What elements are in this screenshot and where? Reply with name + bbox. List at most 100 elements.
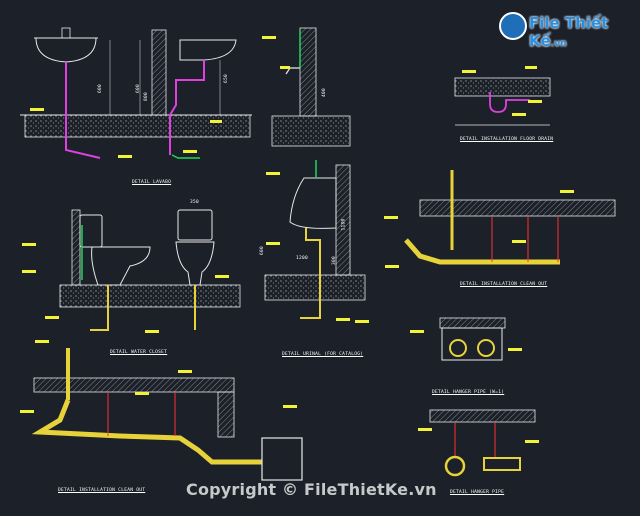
cleanout-slab [419,199,616,217]
tag [280,66,290,69]
wall-faucet [299,27,317,117]
tag [418,428,432,431]
pipe-section-1 [449,339,467,357]
dim-lavabo-3: 800 [144,91,150,102]
drain-pipe-left [65,62,101,159]
dim-faucet: 400 [322,87,328,98]
tag [20,410,34,413]
tag [22,270,36,273]
caption-floor-drain: DETAIL INSTALLATION FLOOR DRAIN [460,137,554,142]
dim-urinal-1: 1180 [341,218,347,231]
caption-clean-out-right: DETAIL INSTALLATION CLEAN OUT [460,282,548,287]
bottom-pipe [31,399,262,465]
caption-hanger-pipe-2: DETAIL HANGER PIPE [450,490,505,495]
dim-urinal-3: 600 [260,245,266,256]
dim-wc: 350 [190,200,200,205]
tag [266,172,280,175]
caption-lavabo: DETAIL LAVABO [132,180,172,185]
tag [210,120,222,123]
wc-front-bowl [175,241,215,286]
tag [145,330,159,333]
filethietke-logo: File Thiết Kế.vn [499,10,619,50]
logo-text: File Thiết Kế.vn [529,14,619,50]
cleanout-pipe [404,238,560,265]
hanger-pipe-circle [444,455,466,477]
logo-name: File Thiết Kế [529,14,609,50]
hanger-pipe-side [483,457,521,471]
tag [512,113,526,116]
pipe-section-2 [477,339,495,357]
tag [35,340,49,343]
tag [384,216,398,219]
detail-hanger-pipe-2 [418,409,539,477]
p-trap [489,92,530,113]
tag [283,405,297,408]
hanger-slab-1 [439,317,506,329]
copyright-watermark: Copyright © FileThietKe.vn [186,480,437,499]
supply-pipe-green [171,154,200,159]
urinal-drain [300,228,321,319]
detail-floor-drain [454,66,551,126]
bottom-slab [33,377,235,393]
cleanout-pit [261,437,303,481]
tag [135,392,149,395]
logo-tld: .vn [550,39,567,49]
caption-urinal: DETAIL URINAL (FOR CATALOG) [282,352,364,357]
detail-water-closet [22,209,241,333]
dim-urinal-2: 1200 [296,256,309,261]
detail-clean-out-right [384,170,616,268]
basin-left [35,37,97,63]
basin-right [179,39,237,61]
tag [262,36,276,39]
detail-lavabo [20,27,252,159]
urinal-body [289,177,337,229]
drain-pipe-right [169,60,205,155]
caption-water-closet: DETAIL WATER CLOSET [110,350,168,355]
faucet-left [61,27,71,39]
urinal-floor [264,274,366,301]
tag [410,330,424,333]
bottom-wall [217,391,235,438]
hanger-slab-2 [429,409,536,423]
tag [215,275,229,278]
wc-front-tank [177,209,213,241]
tag [512,240,526,243]
tag [508,348,522,351]
detail-hanger-pipe-1 [410,317,522,361]
floor-faucet [271,115,351,147]
tag [22,243,36,246]
caption-clean-out-bottom: DETAIL INSTALLATION CLEAN OUT [58,488,146,493]
tag [183,150,197,153]
detail-faucet-wall [262,27,351,147]
detail-clean-out-bottom [20,340,303,481]
floor-drain-slab [454,77,551,97]
tag [528,100,542,103]
tag [525,66,537,69]
tag [178,370,192,373]
wc-bowl [91,246,151,286]
tag [462,70,476,73]
hanger-box [441,327,503,361]
dim-lavabo-4: 650 [224,73,230,84]
tag [355,320,369,323]
tag [336,318,350,321]
dim-lavabo-1: 600 [98,83,104,94]
dim-urinal-4: 300 [332,255,338,266]
wc-drain [90,285,109,331]
dim-lavabo-2: 600 [136,83,142,94]
caption-hanger-pipe-1: DETAIL HANGER PIPE (W=1) [432,390,505,395]
floor-slab [24,114,251,138]
tag [266,242,280,245]
tag [525,440,539,443]
wc-wall [71,209,81,286]
logo-badge-icon [499,12,527,40]
detail-urinal [264,160,369,323]
tag [118,155,132,158]
tag [30,108,44,111]
tag [560,190,574,193]
tag [385,265,399,268]
wc-floor [59,284,241,308]
wc-tank [79,214,103,248]
wall-lavabo [151,29,167,116]
